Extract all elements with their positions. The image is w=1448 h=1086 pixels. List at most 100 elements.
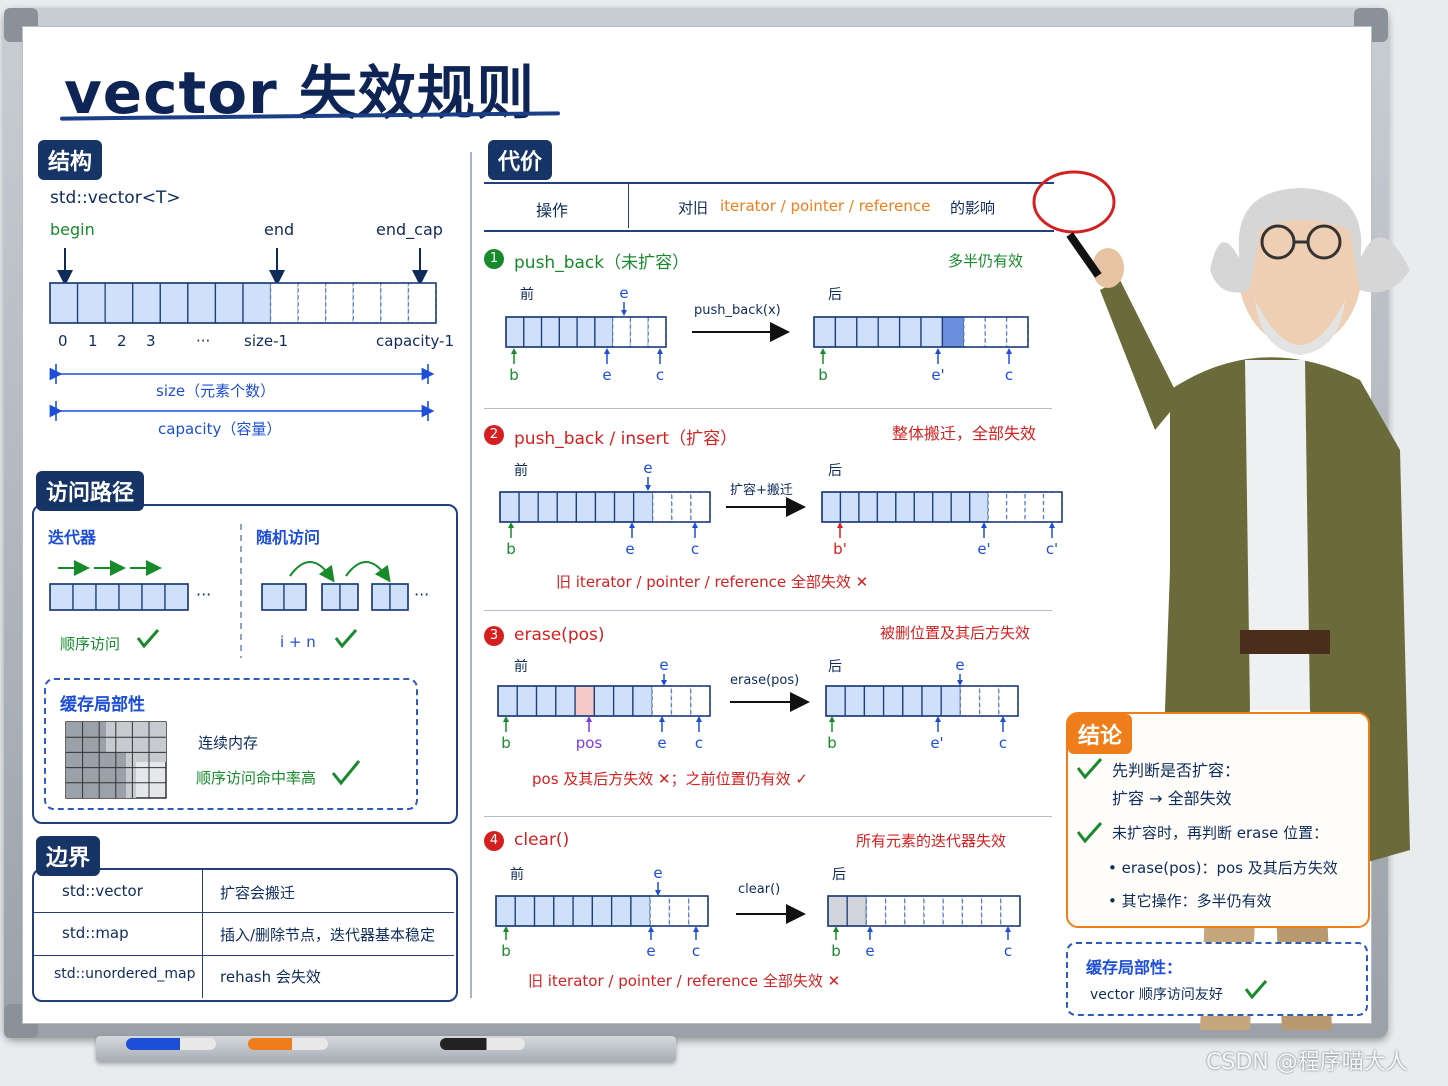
array-cell-empty: [998, 685, 1019, 717]
case-2-after-label: 后: [828, 463, 842, 479]
check-icon: [1076, 822, 1103, 844]
array-cell-empty: [668, 895, 690, 927]
array-cell: [613, 491, 635, 523]
boundary-col-divider: [202, 870, 203, 998]
cache-note-title: 缓存局部性：: [1086, 958, 1183, 977]
pointer-arrowhead: [511, 348, 517, 354]
conclusion-bullet-2: • 其它操作：多半仍有效: [1108, 892, 1272, 910]
case-3-number: 3: [484, 624, 504, 646]
pointer-label: e: [602, 366, 611, 384]
section-divider: [470, 152, 472, 998]
sequential-access-label: 顺序访问: [60, 635, 121, 653]
case-2-title: push_back / insert（扩容）: [514, 429, 738, 449]
case-separator: [484, 408, 1052, 409]
pointer-label: e: [657, 734, 666, 752]
array-cell: [969, 491, 989, 523]
pointer-arrowhead: [867, 926, 873, 932]
array-cell: [95, 583, 120, 611]
boundary-row-name: std::map: [62, 924, 129, 942]
header-effect-mid: iterator / pointer / reference: [720, 197, 931, 215]
boundary-tag: 边界: [36, 836, 101, 876]
pointer-arrowhead: [833, 926, 839, 932]
array-outline: [371, 583, 409, 611]
conclusion-line-2: 扩容 → 全部失效: [1112, 789, 1232, 808]
case-2-note: 旧 iterator / pointer / reference 全部失效 ✕: [556, 573, 869, 591]
pointer-arrowhead: [829, 716, 835, 722]
array-cell-empty: [629, 316, 649, 348]
array-cell: [523, 316, 543, 348]
array-cell: [499, 491, 520, 523]
pointer-label: e: [646, 942, 655, 960]
array-cell: [49, 282, 79, 324]
array-cell-empty: [884, 895, 906, 927]
case-3-before-label: 前: [514, 659, 528, 675]
index-capacity-minus-1: capacity-1: [376, 332, 455, 350]
array-cell-empty: [670, 685, 692, 717]
pointer-arrowhead: [508, 522, 514, 528]
svg-text:···: ···: [414, 585, 429, 604]
case-1-after-label: 后: [828, 287, 842, 303]
pointer-arrowhead: [604, 348, 610, 354]
array-outline: [813, 316, 1029, 348]
i-plus-n-label: i + n: [280, 633, 316, 651]
header-effect-post: 的影响: [950, 199, 996, 217]
array-cell: [827, 895, 848, 927]
black-marker: [440, 1038, 525, 1050]
array-cell: [505, 316, 525, 348]
boundary-row-name: std::unordered_map: [54, 966, 196, 982]
cache-note-text: vector 顺序访问友好: [1090, 987, 1223, 1003]
array-cell-empty: [1005, 316, 1029, 348]
array-cell-empty: [690, 491, 711, 523]
array-cell: [159, 282, 189, 324]
array-cell: [610, 895, 632, 927]
pointer-label: b': [833, 540, 847, 558]
structure-tag: 结构: [38, 140, 103, 180]
index-size-minus-1: size-1: [244, 332, 289, 350]
array-cell: [882, 685, 904, 717]
conclusion-bullet-1: • erase(pos)：pos 及其后方失效: [1108, 859, 1338, 877]
array-cell-empty: [984, 316, 1008, 348]
array-cell: [558, 316, 578, 348]
array-cell: [813, 316, 837, 348]
array-cell-empty: [923, 895, 944, 927]
array-cell: [72, 583, 97, 611]
case-2-operation: 扩容+搬迁: [730, 483, 793, 498]
array-cell: [876, 491, 897, 523]
case-4-number: 4: [484, 829, 504, 851]
array-cell-empty: [1024, 491, 1045, 523]
case-3-after-label: 后: [828, 659, 842, 675]
pointer-arrowhead: [693, 926, 699, 932]
array-cell: [553, 895, 574, 927]
pointer-label: b: [831, 942, 841, 960]
array-outline: [827, 895, 1021, 927]
blue-marker: [126, 1038, 216, 1050]
array-cell: [141, 583, 166, 611]
case-separator: [484, 816, 1052, 817]
pointer-label: e': [930, 734, 943, 752]
case-4-before-label: 前: [510, 867, 524, 883]
pointer-label: c: [999, 734, 1007, 752]
array-cell: [839, 491, 860, 523]
case-3-note: pos 及其后方失效 ✕；之前位置仍有效 ✓: [532, 770, 808, 788]
case-4-result: 所有元素的迭代器失效: [856, 832, 1007, 850]
pointer-arrowhead: [503, 926, 509, 932]
array-cell: [535, 685, 557, 717]
array-cell: [576, 316, 596, 348]
array-cell: [932, 491, 952, 523]
array-outline: [825, 685, 1019, 717]
pointer-label: c': [1046, 540, 1058, 558]
array-outline: [499, 491, 711, 523]
array-cell: [902, 685, 923, 717]
pointer-label: c: [656, 366, 664, 384]
array-cell: [898, 316, 922, 348]
array-cell: [104, 282, 134, 324]
array-cell: [339, 583, 359, 611]
array-outline: [49, 282, 437, 324]
index-ellipsis: ···: [196, 332, 211, 350]
pointer-label: b: [506, 540, 516, 558]
array-cell: [825, 685, 846, 717]
array-cell: [518, 491, 539, 523]
svg-text:···: ···: [196, 585, 211, 604]
pointer-arrowhead: [692, 522, 698, 528]
pointer-arrowhead: [659, 716, 665, 722]
